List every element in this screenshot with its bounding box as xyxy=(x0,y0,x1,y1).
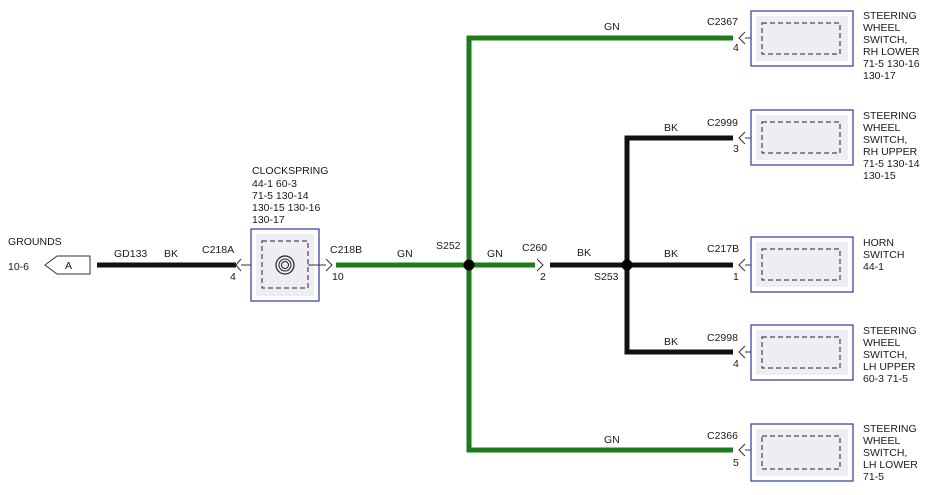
clockspring-ref-2: 71-5 130-14 xyxy=(252,190,309,202)
svg-text:HORN: HORN xyxy=(863,237,894,249)
wire-gd133-color: BK xyxy=(164,248,178,260)
rh-upper-text: STEERING WHEEL SWITCH, RH UPPER 71-5 130… xyxy=(863,110,920,182)
rh-lower-text: STEERING WHEEL SWITCH, RH LOWER 71-5 130… xyxy=(863,10,920,82)
svg-text:STEERING: STEERING xyxy=(863,10,917,22)
svg-text:71-5 130-14: 71-5 130-14 xyxy=(863,158,920,170)
s253-label: S253 xyxy=(594,271,619,283)
wire-c2999-color: BK xyxy=(664,122,678,134)
c218b-pin: 10 xyxy=(332,271,344,283)
clockspring-title: CLOCKSPRING xyxy=(252,165,328,177)
rh-lower-switch[interactable] xyxy=(738,10,854,67)
wire-s252-c2366[interactable] xyxy=(466,265,733,453)
svg-text:RH LOWER: RH LOWER xyxy=(863,46,920,58)
c2998-connector-icon xyxy=(738,345,746,359)
svg-text:WHEEL: WHEEL xyxy=(863,22,901,34)
wire-s252-color: GN xyxy=(487,248,503,260)
c2367-pin: 4 xyxy=(733,42,739,54)
s252-label: S252 xyxy=(436,240,461,252)
svg-text:RH UPPER: RH UPPER xyxy=(863,146,918,158)
rh-upper-switch[interactable] xyxy=(738,109,854,166)
s252-splice-icon xyxy=(463,259,475,271)
lh-lower-switch[interactable] xyxy=(738,423,854,482)
c218b-label: C218B xyxy=(330,244,362,256)
wire-c217b-color: BK xyxy=(664,248,678,260)
svg-text:LH LOWER: LH LOWER xyxy=(863,459,918,471)
c2366-label: C2366 xyxy=(707,430,738,442)
svg-text:STEERING: STEERING xyxy=(863,423,917,435)
lh-upper-switch[interactable] xyxy=(738,324,854,381)
wire-gd133-circuit: GD133 xyxy=(114,248,147,260)
grounds-flag-icon[interactable] xyxy=(44,255,91,275)
svg-text:71-5 130-16: 71-5 130-16 xyxy=(863,58,920,70)
svg-text:SWITCH,: SWITCH, xyxy=(863,34,907,46)
wire-s253-c2999[interactable] xyxy=(624,135,733,265)
grounds-ref: 10-6 xyxy=(8,261,29,273)
c218b-connector-icon xyxy=(325,258,333,272)
svg-text:SWITCH,: SWITCH, xyxy=(863,349,907,361)
svg-text:WHEEL: WHEEL xyxy=(863,122,901,134)
svg-text:60-3 71-5: 60-3 71-5 xyxy=(863,373,908,385)
wire-c218b-color: GN xyxy=(397,248,413,260)
wire-top-color: GN xyxy=(604,21,620,33)
lh-upper-text: STEERING WHEEL SWITCH, LH UPPER 60-3 71-… xyxy=(863,325,917,385)
c260-label: C260 xyxy=(522,242,547,254)
clockspring-ref-1: 44-1 60-3 xyxy=(252,178,297,190)
wire-c260-color: BK xyxy=(577,247,591,259)
grounds-flag-label: A xyxy=(65,260,72,272)
c217b-label: C217B xyxy=(707,243,739,255)
c218a-connector-icon xyxy=(235,258,242,272)
clockspring-component[interactable] xyxy=(250,228,326,302)
c2998-label: C2998 xyxy=(707,332,738,344)
c217b-pin: 1 xyxy=(733,271,739,283)
svg-text:44-1: 44-1 xyxy=(863,261,884,273)
wire-c2998-color: BK xyxy=(664,336,678,348)
wire-bottom-color: GN xyxy=(604,434,620,446)
clockspring-ref-4: 130-17 xyxy=(252,214,285,226)
svg-text:SWITCH,: SWITCH, xyxy=(863,134,907,146)
c2999-label: C2999 xyxy=(707,117,738,129)
svg-text:STEERING: STEERING xyxy=(863,110,917,122)
svg-text:STEERING: STEERING xyxy=(863,325,917,337)
svg-text:130-17: 130-17 xyxy=(863,70,896,82)
c260-connector-icon xyxy=(536,258,544,272)
wire-s252-c2367[interactable] xyxy=(466,35,733,450)
wire-s253-c2998[interactable] xyxy=(624,265,733,355)
svg-text:71-5: 71-5 xyxy=(863,471,884,483)
c2998-pin: 4 xyxy=(733,358,739,370)
c260-pin: 2 xyxy=(540,271,546,283)
c218a-pin: 4 xyxy=(230,271,236,283)
c2999-connector-icon xyxy=(738,131,746,145)
clockspring-coil-icon xyxy=(275,255,295,275)
svg-text:WHEEL: WHEEL xyxy=(863,337,901,349)
c217b-connector-icon xyxy=(738,258,746,272)
svg-text:130-15: 130-15 xyxy=(863,170,896,182)
c218a-label: C218A xyxy=(202,244,234,256)
s253-splice-icon xyxy=(621,259,633,271)
grounds-title: GROUNDS xyxy=(8,236,62,248)
c2366-pin: 5 xyxy=(733,457,739,469)
horn-switch[interactable] xyxy=(738,236,854,293)
svg-text:LH UPPER: LH UPPER xyxy=(863,361,916,373)
lh-lower-text: STEERING WHEEL SWITCH, LH LOWER 71-5 xyxy=(863,423,918,483)
clockspring-ref-3: 130-15 130-16 xyxy=(252,202,320,214)
svg-text:SWITCH: SWITCH xyxy=(863,249,904,261)
svg-text:WHEEL: WHEEL xyxy=(863,435,901,447)
svg-text:SWITCH,: SWITCH, xyxy=(863,447,907,459)
c2367-label: C2367 xyxy=(707,16,738,28)
horn-text: HORN SWITCH 44-1 xyxy=(863,237,904,273)
c2366-connector-icon xyxy=(738,443,746,457)
c2367-connector-icon xyxy=(738,31,746,45)
c2999-pin: 3 xyxy=(733,143,739,155)
